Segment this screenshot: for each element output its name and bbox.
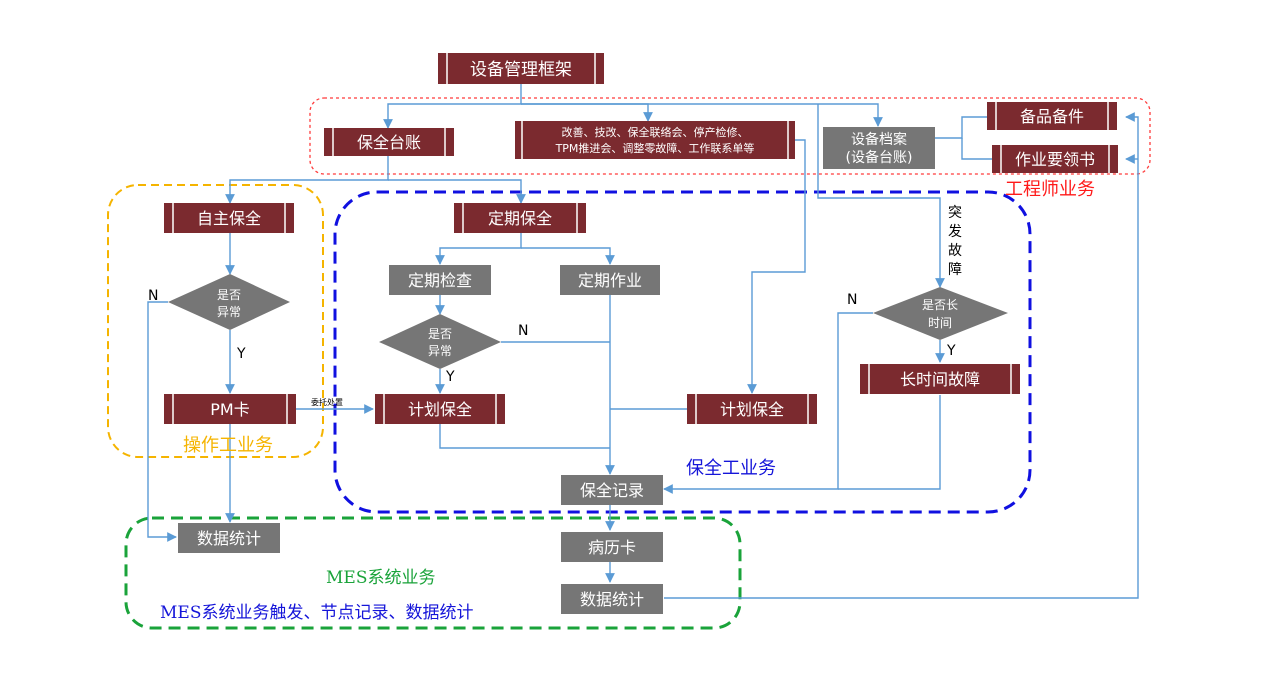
engineer-region (309, 97, 1151, 175)
node-regular-work-label: 定期作业 (578, 271, 642, 290)
node-spare-label: 备品备件 (1020, 107, 1084, 126)
node-stats-bottom-label: 数据统计 (580, 590, 644, 609)
node-regular-work: 定期作业 (560, 265, 660, 295)
node-improve-line2: TPM推进会、调整零故障、工作联系单等 (555, 141, 755, 155)
node-improve: 改善、技改、保全联络会、停产检修、 TPM推进会、调整零故障、工作联系单等 (515, 121, 795, 159)
node-plan-left: 计划保全 (375, 394, 505, 424)
node-reg-check-line2: 异常 (428, 344, 452, 358)
node-long-check-line1: 是否长 (922, 298, 958, 312)
label-sudden-4: 障 (948, 262, 962, 278)
node-stats-left-label: 数据统计 (197, 529, 261, 548)
label-sudden-2: 发 (948, 224, 962, 240)
node-archive-line1: 设备档案 (851, 131, 907, 148)
label-self-n: N (148, 288, 158, 304)
node-self-check: 是否 异常 (168, 274, 290, 330)
label-long-n: N (847, 292, 857, 308)
node-archive: 设备档案 (设备台账) (823, 127, 935, 169)
node-long-fault: 长时间故障 (860, 364, 1020, 394)
node-guide: 作业要领书 (992, 145, 1118, 173)
node-archive-line2: (设备台账) (846, 149, 913, 166)
node-regular-inspect: 定期检查 (389, 265, 491, 295)
label-self-y: Y (236, 346, 246, 362)
edge-long-n (663, 312, 873, 494)
node-reg-check-line1: 是否 (428, 327, 452, 341)
node-top-label: 设备管理框架 (470, 60, 572, 80)
edge-fault-record (838, 395, 941, 490)
node-regular: 定期保全 (454, 203, 586, 233)
node-ledger-label: 保全台账 (357, 133, 421, 152)
operate-region (107, 184, 324, 458)
edge-regular-work (521, 247, 615, 265)
edge-ledger-bus (225, 156, 389, 204)
edge-top-improve (521, 103, 653, 122)
label-reg-y: Y (445, 369, 455, 385)
node-self-maint: 自主保全 (164, 203, 294, 233)
node-maint-record-label: 保全记录 (580, 481, 644, 500)
node-top: 设备管理框架 (438, 53, 604, 84)
node-self-check-line2: 异常 (217, 305, 241, 319)
node-self-maint-label: 自主保全 (197, 209, 261, 228)
edge-improve-plan (747, 139, 806, 394)
edge-top-bus (383, 84, 522, 129)
label-sudden-1: 突 (948, 205, 962, 221)
node-long-check-line2: 时间 (928, 316, 952, 330)
node-stats-bottom: 数据统计 (561, 584, 663, 614)
node-stats-left: 数据统计 (178, 523, 280, 553)
node-self-check-line1: 是否 (217, 288, 241, 302)
label-sudden-3: 故 (948, 243, 962, 259)
node-plan-left-label: 计划保全 (408, 400, 472, 419)
region-operate-label: 操作工业务 (183, 435, 273, 456)
label-reg-n: N (518, 323, 528, 339)
node-spare: 备品备件 (987, 102, 1117, 130)
mes-region (124, 516, 742, 630)
region-mes-sub-label: MES系统业务触发、节点记录、数据统计 (160, 603, 473, 623)
connectors (147, 84, 1139, 599)
node-plan-right-label: 计划保全 (720, 400, 784, 419)
edge-spare-archive (935, 116, 987, 139)
region-engineer-label: 工程师业务 (1005, 179, 1095, 200)
node-medical-card-label: 病历卡 (588, 538, 636, 557)
node-regular-inspect-label: 定期检查 (408, 271, 472, 290)
node-pm-card: PM卡 (164, 394, 296, 424)
node-plan-right: 计划保全 (687, 394, 817, 424)
edge-top-archive (521, 103, 883, 127)
node-guide-label: 作业要领书 (1015, 150, 1095, 169)
node-medical-card: 病历卡 (561, 532, 663, 562)
edge-guide-archive (961, 138, 992, 160)
edge-plan-left-record (439, 424, 610, 449)
node-maint-record: 保全记录 (561, 475, 663, 505)
node-reg-check: 是否 异常 (379, 314, 501, 369)
edge-regular-bus (435, 233, 522, 265)
node-long-check: 是否长 时间 (873, 287, 1008, 340)
edge-ledger-regular (388, 179, 526, 204)
edge-stats-feedback (664, 112, 1139, 599)
node-improve-line1: 改善、技改、保全联络会、停产检修、 (562, 125, 749, 139)
edge-top-sudden (817, 104, 945, 288)
node-pm-card-label: PM卡 (210, 400, 249, 419)
node-ledger: 保全台账 (324, 128, 454, 156)
maintenance-region (333, 190, 1032, 514)
region-mes-label: MES系统业务 (326, 568, 435, 588)
label-delegate: 委托处置 (311, 397, 343, 407)
label-long-y: Y (946, 343, 956, 359)
node-regular-label: 定期保全 (488, 209, 552, 228)
edge-self-n (147, 301, 177, 542)
region-maintenance-label: 保全工业务 (686, 458, 776, 479)
node-long-fault-label: 长时间故障 (900, 370, 980, 389)
